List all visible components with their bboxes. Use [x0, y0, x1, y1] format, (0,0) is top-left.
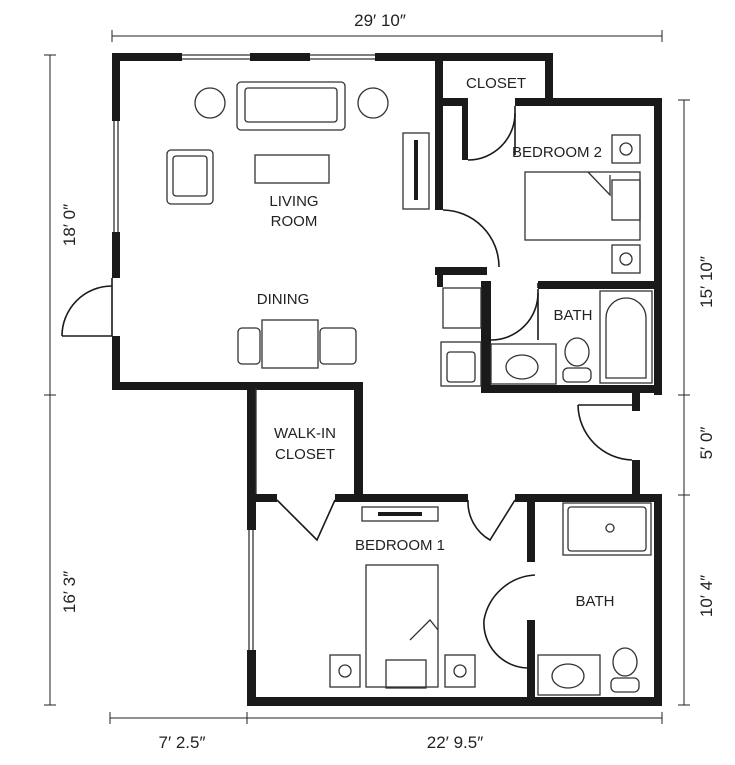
- room-label-bedroom2: BEDROOM 2: [512, 144, 602, 161]
- kitchen: [440, 287, 482, 387]
- dim-right-lower: 10′ 4″: [697, 575, 716, 617]
- dim-bottom-left: 7′ 2.5″: [158, 733, 205, 752]
- room-label-closet: CLOSET: [466, 75, 526, 92]
- dining-furniture: [237, 319, 357, 369]
- room-label-bath-lower: BATH: [576, 593, 615, 610]
- room-label-living-1: LIVING: [269, 193, 318, 210]
- room-label-bath-upper: BATH: [554, 307, 593, 324]
- bedroom2-furniture: [524, 134, 641, 274]
- walls: [112, 53, 662, 706]
- dim-left-lower: 16′ 3″: [60, 571, 79, 613]
- dim-right-upper: 15′ 10″: [697, 256, 716, 308]
- room-label-walkin-2: CLOSET: [275, 446, 335, 463]
- doors: [61, 106, 633, 669]
- room-label-walkin-1: WALK-IN: [274, 425, 336, 442]
- living-furniture: [166, 81, 430, 210]
- dim-top-width: 29′ 10″: [354, 11, 406, 30]
- windows: [113, 54, 375, 650]
- room-label-dining: DINING: [257, 291, 310, 308]
- dim-right-middle: 5′ 0″: [697, 427, 716, 460]
- lower-bath-fixtures: [537, 502, 652, 696]
- room-label-bedroom1: BEDROOM 1: [355, 537, 445, 554]
- bedroom1-furniture: [329, 506, 476, 689]
- dim-bottom-right: 22′ 9.5″: [427, 733, 483, 752]
- room-label-living-2: ROOM: [271, 213, 318, 230]
- dim-left-upper: 18′ 0″: [60, 204, 79, 246]
- dimension-lines: [44, 30, 690, 724]
- upper-bath-fixtures: [490, 290, 653, 385]
